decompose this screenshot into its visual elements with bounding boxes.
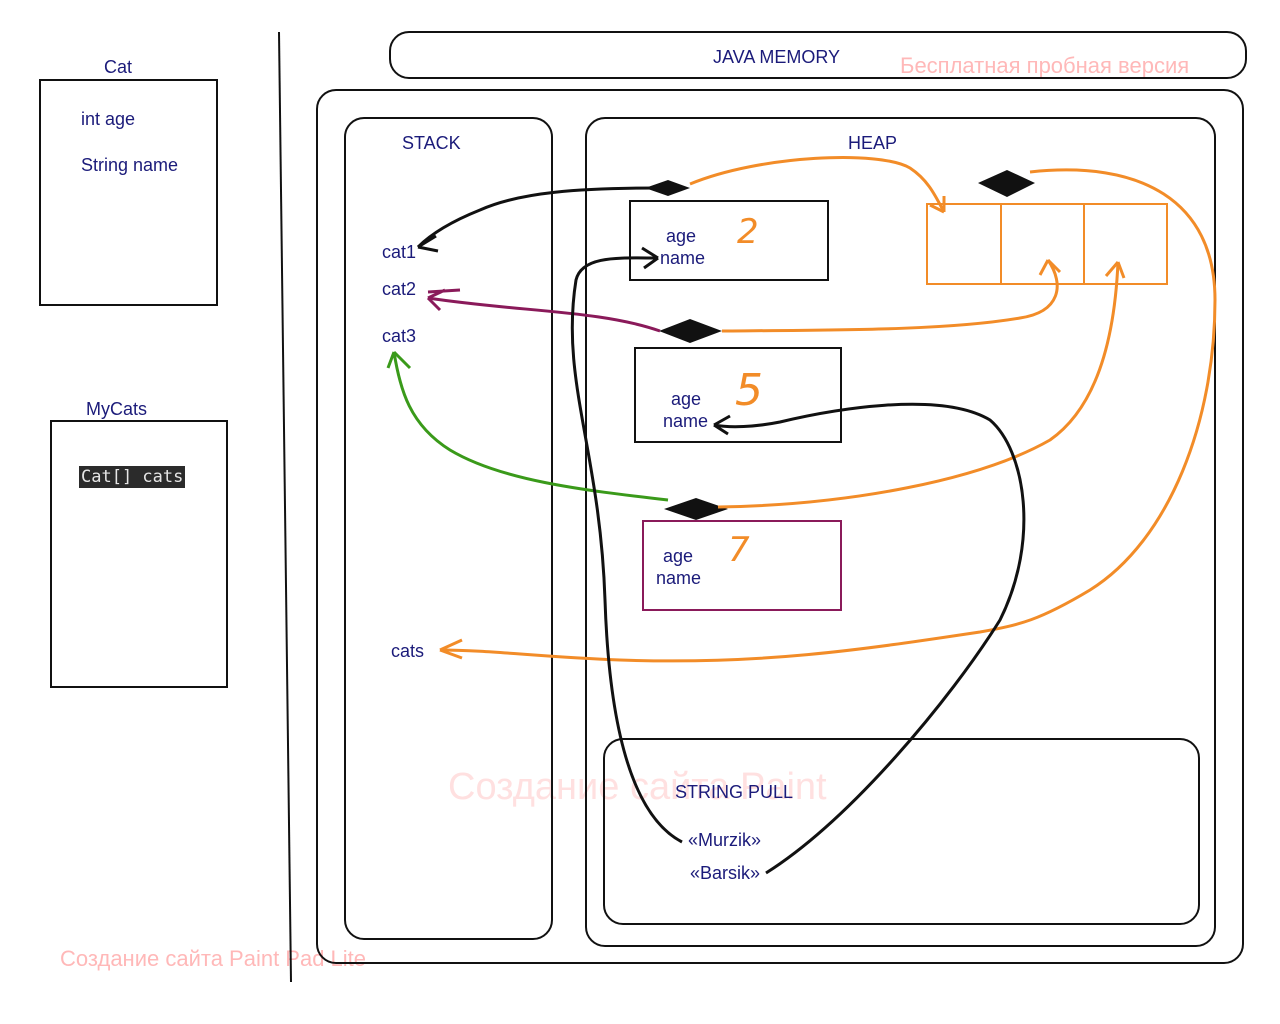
memory-container: [316, 89, 1244, 964]
stack-var-cat3: cat3: [382, 326, 417, 346]
java-memory-header: JAVA MEMORY: [389, 31, 1247, 79]
java-memory-title: JAVA MEMORY: [713, 47, 841, 67]
heap-array-cats: [926, 203, 1168, 285]
array-cell-divider: [1083, 205, 1085, 283]
object-age-label: age: [663, 546, 694, 566]
array-cell-divider: [1000, 205, 1002, 283]
watermark-bottom-left: Создание сайта Paint Pad Lite: [60, 946, 367, 971]
heap-title: HEAP: [848, 133, 898, 153]
object-name-label: name: [660, 248, 706, 268]
string-murzik: «Murzik»: [688, 830, 762, 850]
mycats-field-code: Cat[] cats: [79, 466, 186, 488]
object-age-value: 7: [728, 530, 750, 570]
stack-var-cat2: cat2: [382, 279, 417, 299]
cat-field-age: int age: [81, 109, 136, 129]
cat-class-title: Cat: [104, 57, 133, 77]
stack-area: STACK: [344, 117, 553, 940]
object-name-label: name: [663, 411, 709, 431]
mycats-class-title: MyCats: [86, 399, 148, 419]
object-name-label: name: [656, 568, 702, 588]
mycats-class-box: Cat[] cats: [50, 420, 228, 688]
string-pool-title: STRING PULL: [675, 782, 794, 802]
object-age-value: 2: [737, 212, 759, 252]
object-age-label: age: [671, 389, 702, 409]
stack-var-cat1: cat1: [382, 242, 417, 262]
string-barsik: «Barsik»: [690, 863, 761, 883]
watermark-top-right: Бесплатная пробная версия: [900, 53, 1190, 78]
object-age-value: 5: [735, 365, 763, 416]
heap-object-cat1: age name: [629, 200, 829, 281]
stack-var-cats: cats: [391, 641, 425, 661]
object-age-label: age: [666, 226, 697, 246]
cat-field-name: String name: [81, 155, 179, 175]
stack-title: STACK: [402, 133, 461, 153]
cat-class-box: int age String name: [39, 79, 218, 306]
